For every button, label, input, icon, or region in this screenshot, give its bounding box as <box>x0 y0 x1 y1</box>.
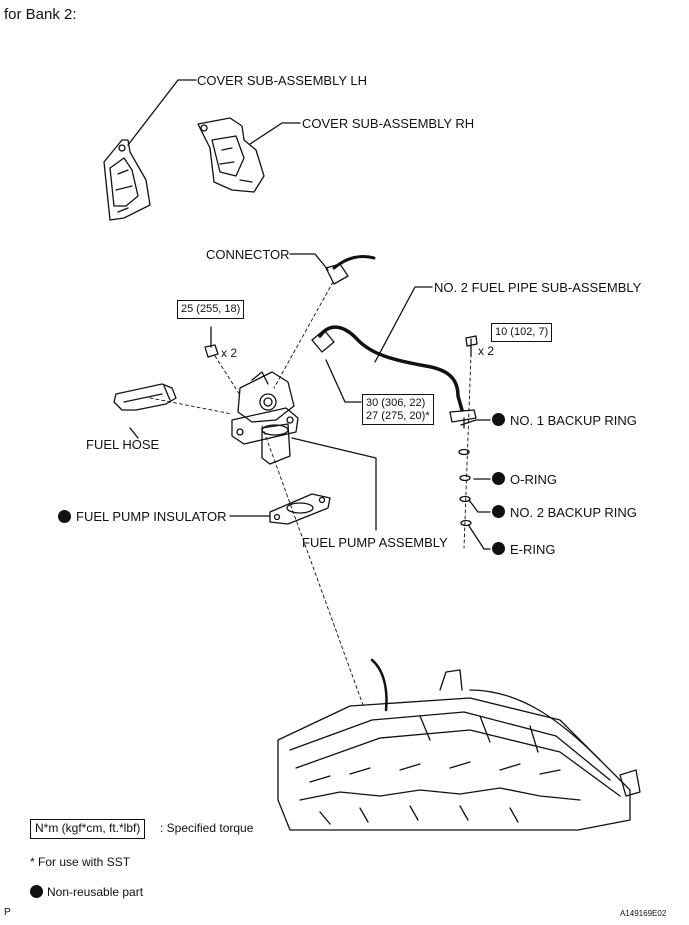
torque-box-pipe: 30 (306, 22) 27 (275, 20)* <box>362 394 434 426</box>
footer-figure-code: A149169E02 <box>620 909 667 918</box>
label-cover-rh: COVER SUB-ASSEMBLY RH <box>302 116 475 131</box>
legend-sst-note: * For use with SST <box>30 855 131 869</box>
cover-lh-drawing <box>103 139 151 221</box>
nut-qty: x 2 <box>221 346 238 360</box>
label-fuel-hose: FUEL HOSE <box>86 437 160 452</box>
fuel-hose-drawing <box>113 383 177 411</box>
footer-left: P <box>4 907 11 918</box>
legend-nonreusable: Non-reusable part <box>47 885 144 899</box>
torque-pipe-line1: 30 (306, 22) <box>366 397 426 409</box>
label-fuel-pipe: NO. 2 FUEL PIPE SUB-ASSEMBLY <box>434 280 642 295</box>
assembly-lines <box>149 281 472 706</box>
label-o-ring: O-RING <box>510 472 557 487</box>
nonreusable-dot-o-ring <box>492 472 505 485</box>
legend-nonreusable-dot <box>30 885 43 898</box>
label-fuel-pump-insulator: FUEL PUMP INSULATOR <box>76 509 227 524</box>
label-e-ring: E-RING <box>510 542 556 557</box>
bolt-drawing <box>465 335 478 357</box>
nut-drawing <box>204 344 219 358</box>
legend-torque-units: N*m (kgf*cm, ft.*lbf) <box>30 819 146 839</box>
label-fuel-pump-assembly: FUEL PUMP ASSEMBLY <box>302 535 448 550</box>
label-connector: CONNECTOR <box>206 247 290 262</box>
fuel-pipe-drawing <box>311 325 477 429</box>
torque-pipe-line2: 27 (275, 20)* <box>366 409 430 422</box>
label-backup-ring-2: NO. 2 BACKUP RING <box>510 505 637 520</box>
nonreusable-dot-backup-ring-1 <box>492 413 505 426</box>
torque-box-bolt: 10 (102, 7) <box>491 323 553 342</box>
connector-drawing <box>325 254 376 285</box>
label-cover-lh: COVER SUB-ASSEMBLY LH <box>197 73 368 88</box>
legend-torque-desc: : Specified torque <box>160 821 254 835</box>
engine-head-drawing <box>277 658 641 831</box>
page-title: for Bank 2: <box>4 6 77 23</box>
bolt-qty: x 2 <box>478 344 495 358</box>
torque-box-nut: 25 (255, 18) <box>177 300 245 319</box>
fuel-pump-drawing <box>231 371 299 465</box>
label-backup-ring-1: NO. 1 BACKUP RING <box>510 413 637 428</box>
nonreusable-dot-insulator <box>58 510 71 523</box>
rings-drawing <box>458 448 472 527</box>
nonreusable-dot-backup-ring-2 <box>492 505 505 518</box>
cover-rh-drawing <box>197 117 265 193</box>
nonreusable-dot-e-ring <box>492 542 505 555</box>
insulator-drawing <box>269 493 331 525</box>
